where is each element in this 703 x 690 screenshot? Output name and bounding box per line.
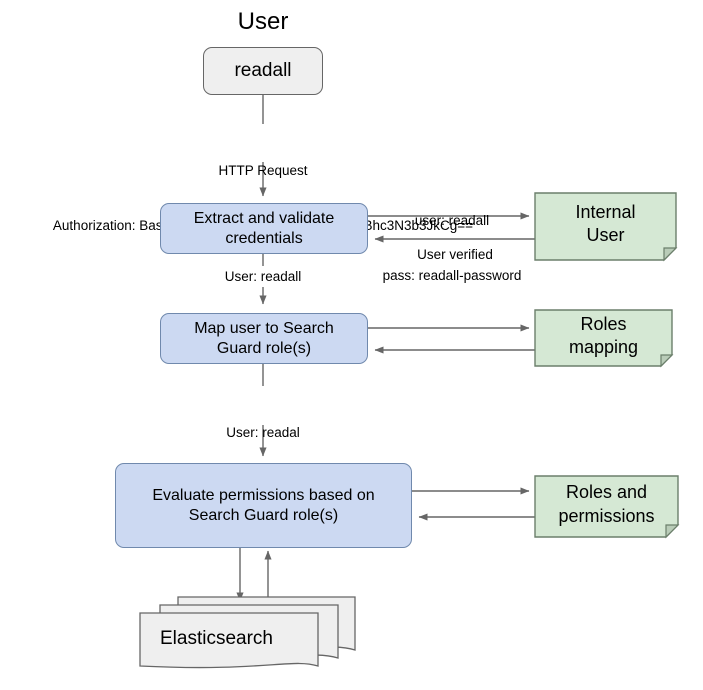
step-extract-credentials-label-line2: credentials <box>225 229 303 247</box>
edge-label-user-readall: User: readall <box>224 269 302 284</box>
note-roles-mapping-line1: Roles <box>580 313 627 334</box>
note-internal-user-shape <box>534 192 677 261</box>
step-evaluate-permissions[interactable]: Evaluate permissions based on Search Gua… <box>115 463 412 548</box>
edge-label-http-request-line1: HTTP Request <box>218 163 308 179</box>
step-map-user-to-roles-label-line2: Guard role(s) <box>216 339 312 357</box>
step-evaluate-permissions-label-line1: Evaluate permissions based on <box>152 486 375 504</box>
note-internal-user-line2: User <box>586 225 625 245</box>
step-extract-credentials-label-line1: Extract and validate <box>193 209 335 227</box>
edge-label-credentials-pass: pass: readall-password <box>382 268 522 284</box>
note-roles-mapping-line2: mapping <box>568 337 639 357</box>
edge-label-user-verified: User verified <box>417 247 493 262</box>
datastore-label: Elasticsearch <box>160 628 273 649</box>
note-internal-user-line1: Internal <box>575 201 636 222</box>
note-roles-permissions-line2: permissions <box>558 505 655 526</box>
edge-label-credentials-user: user: readall <box>414 213 490 229</box>
step-evaluate-permissions-label-line2: Search Guard role(s) <box>188 506 339 524</box>
step-map-user-to-roles-label-line1: Map user to Search <box>194 319 334 337</box>
actor-box-readall[interactable]: readall <box>203 47 323 95</box>
note-roles-mapping-shape <box>534 309 673 367</box>
edge-label-user-roles-line1: User: readal <box>226 425 300 441</box>
actor-box-label: readall <box>234 60 292 82</box>
note-roles-permissions-shape <box>534 475 679 538</box>
note-roles-permissions-line1: Roles and <box>565 482 648 503</box>
note-roles-mapping-label: Roles mapping <box>535 310 672 362</box>
page-title: User <box>237 8 289 35</box>
step-map-user-to-roles[interactable]: Map user to Search Guard role(s) <box>160 313 368 364</box>
step-extract-credentials[interactable]: Extract and validate credentials <box>160 203 368 254</box>
note-roles-permissions-label: Roles and permissions <box>535 476 678 533</box>
edge-label-credentials: user: readall pass: readall-password <box>372 176 532 322</box>
note-internal-user-label: Internal User <box>535 193 676 255</box>
